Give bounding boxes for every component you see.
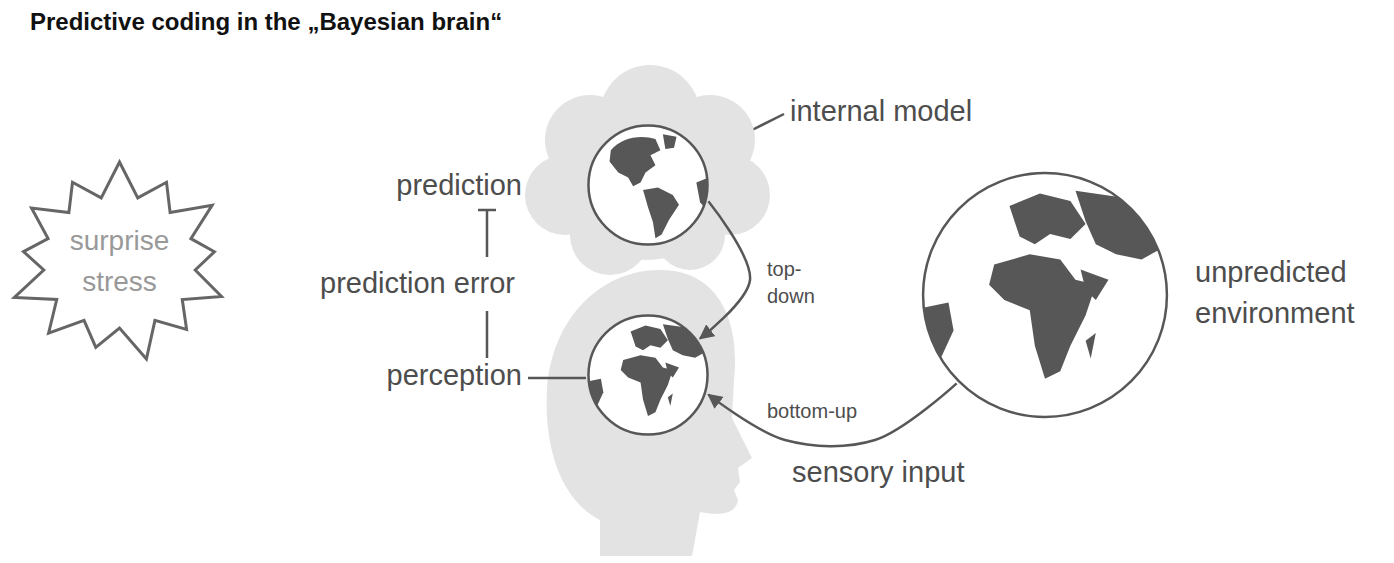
continent — [1086, 333, 1096, 358]
annotation-label: prediction error — [318, 266, 517, 301]
globe-outline — [586, 313, 710, 437]
globe-face — [588, 315, 707, 434]
edge-label: top-down — [765, 256, 825, 310]
continent — [1009, 193, 1085, 244]
globe-outline — [923, 173, 1167, 417]
node-label: prediction — [396, 168, 522, 203]
starburst-outline — [3, 158, 236, 366]
node-label: internal model — [790, 94, 972, 129]
shape-label: surprise stress — [55, 221, 185, 302]
continent — [1081, 270, 1109, 300]
continent — [663, 134, 677, 149]
globe-outline — [918, 168, 1172, 422]
node-label: perception — [387, 358, 522, 393]
globe-outline — [588, 315, 707, 434]
starburst: surprise stress — [3, 158, 236, 366]
diagram-title: Predictive coding in the „Bayesian brain… — [30, 8, 502, 36]
globe-outline — [588, 125, 707, 244]
continent — [643, 187, 679, 238]
leader-line — [528, 377, 586, 380]
globe: unpredicted environment — [918, 168, 1172, 422]
edge-label: bottom-up — [765, 398, 859, 425]
annotation-label: sensory input — [790, 455, 967, 490]
globe-face — [588, 125, 707, 244]
inhibition-line — [486, 210, 489, 257]
arrow-connector — [708, 383, 956, 446]
node-label: unpredicted environment — [1195, 252, 1385, 333]
continent — [668, 394, 673, 406]
continent — [989, 254, 1096, 378]
head-silhouette — [547, 270, 752, 556]
globe: prediction — [586, 123, 710, 247]
thought-cloud: predictioninternal model — [522, 62, 778, 276]
cloud-lobe — [573, 110, 723, 260]
globe: perception — [586, 313, 710, 437]
continent — [631, 325, 668, 350]
globe-outline — [586, 123, 710, 247]
continent — [621, 355, 673, 416]
globe-face — [923, 173, 1167, 417]
continent — [610, 137, 661, 186]
continent — [665, 363, 679, 378]
inhibition-line — [486, 311, 489, 358]
